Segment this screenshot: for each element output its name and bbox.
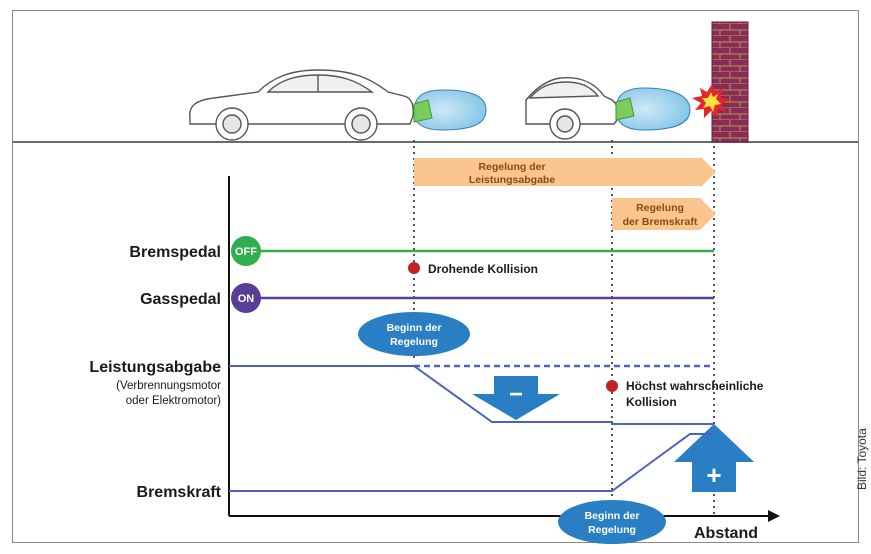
event-label-drohend: Drohende Kollision — [428, 262, 538, 276]
row-sublabel-2: oder Elektromotor) — [126, 395, 221, 407]
frame — [12, 10, 859, 543]
event-dot-drohend — [408, 262, 420, 274]
event-dot-hoechst — [606, 380, 618, 392]
sensor-beam-2 — [615, 87, 691, 131]
on-badge-label: ON — [238, 293, 255, 305]
off-badge: OFF — [231, 236, 261, 266]
impact-burst-icon — [692, 84, 730, 118]
event-label-hoechst-2: Kollision — [626, 395, 677, 409]
row-label-gaspedal: Gasspedal — [140, 291, 221, 308]
power-control-label-2: Leistungsabgabe — [469, 174, 556, 186]
car-rear-icon — [525, 76, 619, 140]
decrease-arrow-icon: − — [472, 376, 560, 420]
row-sublabel-1: (Verbrennungsmotor — [116, 380, 221, 392]
row-label-bremspedal: Bremspedal — [129, 244, 221, 261]
start-control-oval-1: Beginn der Regelung — [358, 312, 470, 356]
x-axis-arrowhead — [768, 510, 780, 522]
brake-control-arrow: Regelung der Bremskraft — [612, 198, 716, 230]
row-label-bremskraft: Bremskraft — [137, 484, 222, 501]
power-output-line — [229, 364, 714, 425]
brake-control-label-1: Regelung — [636, 202, 684, 214]
axes: Abstand — [228, 176, 780, 542]
oval1-label-2: Regelung — [390, 336, 438, 348]
brake-control-label-2: der Bremskraft — [623, 216, 698, 228]
brick-wall — [711, 21, 749, 143]
power-control-label-1: Regelung der — [478, 161, 545, 173]
increase-arrow-icon: + — [674, 424, 754, 492]
brake-force-line — [229, 433, 714, 492]
row-label-leistungsabgabe: Leistungsabgabe — [89, 359, 221, 376]
oval2-label-2: Regelung — [588, 524, 636, 536]
car-sedan-icon — [189, 69, 414, 141]
off-badge-label: OFF — [235, 246, 257, 258]
event-label-hoechst-1: Höchst wahrscheinliche — [626, 379, 764, 393]
image-credit: Bild: Toyota — [855, 428, 869, 490]
on-badge: ON — [231, 283, 261, 313]
sensor-beam-1 — [413, 89, 487, 131]
oval2-label-1: Beginn der — [585, 510, 640, 522]
oval1-label-1: Beginn der — [387, 322, 442, 334]
power-control-arrow: Regelung der Leistungsabgabe — [414, 158, 716, 186]
x-axis-label: Abstand — [694, 525, 758, 542]
start-control-oval-2: Beginn der Regelung — [558, 500, 666, 544]
plus-sign: + — [706, 460, 721, 490]
minus-sign: − — [509, 381, 523, 408]
